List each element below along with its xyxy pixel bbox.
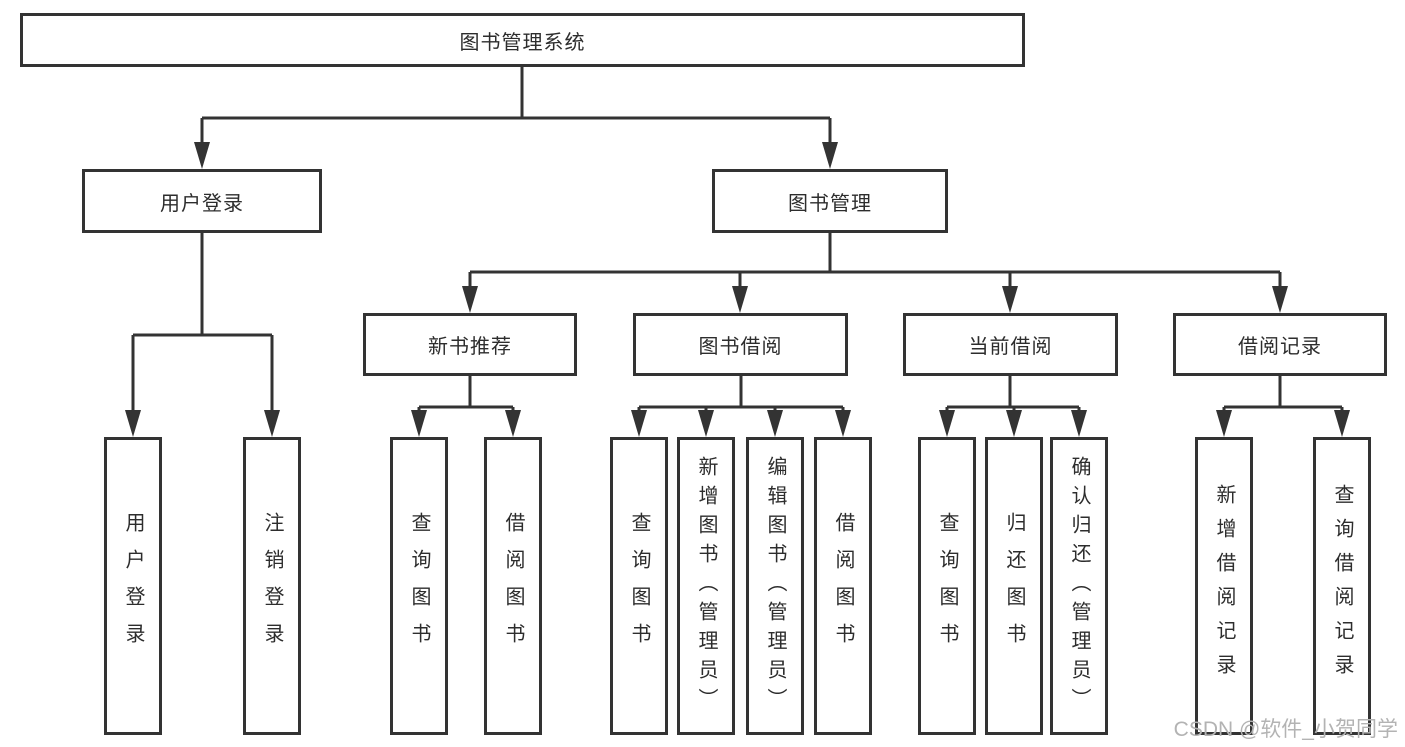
leaf-add-book-admin: 新增图书（管理员） [677,437,735,735]
leaf-query-books-current: 查询图书 [918,437,976,735]
leaf-edit-book-admin: 编辑图书（管理员） [746,437,804,735]
connector-book-management-branch [462,233,1288,313]
node-book-borrow: 图书借阅 [633,313,848,376]
leaf-query-books-borrow: 查询图书 [610,437,668,735]
connector-root-to-level2 [194,67,838,169]
leaf-user-login: 用户登录 [104,437,162,735]
node-label: 借阅记录 [1238,336,1322,358]
node-label: 当前借阅 [968,336,1053,358]
node-label: 查询借阅记录 [1331,484,1353,688]
node-label: 用户登录 [160,192,244,215]
node-label: 注销登录 [261,512,283,660]
node-user-login: 用户登录 [82,169,322,233]
node-label: 查询图书 [408,512,430,660]
node-label: 新增图书（管理员） [695,455,717,717]
leaf-logout-login: 注销登录 [243,437,301,735]
node-borrow-records: 借阅记录 [1173,313,1387,376]
node-label: 用户登录 [122,512,144,660]
node-label: 借阅图书 [502,512,524,660]
node-label: 图书管理系统 [459,31,586,54]
node-label: 归还图书 [1003,512,1025,660]
node-label: 图书管理 [788,192,872,215]
node-label: 查询图书 [628,512,650,660]
csdn-watermark: CSDN @软件_小贺同学 [1173,718,1398,741]
node-new-book-recommend: 新书推荐 [363,313,577,376]
leaf-query-borrow-record: 查询借阅记录 [1313,437,1371,735]
node-label: 图书借阅 [698,336,783,358]
connector-current-borrow-branch [939,376,1087,437]
connector-borrow-records-branch [1216,376,1350,437]
connector-new-book-branch [411,376,521,437]
connector-user-login-branch [125,233,280,437]
node-label: 新书推荐 [428,336,512,358]
node-label: 查询图书 [936,512,958,660]
node-label: 新增借阅记录 [1213,484,1235,688]
connector-book-borrow-branch [631,376,851,437]
leaf-add-borrow-record: 新增借阅记录 [1195,437,1253,735]
leaf-borrow-books-recommend: 借阅图书 [484,437,542,735]
leaf-query-books-recommend: 查询图书 [390,437,448,735]
leaf-return-book: 归还图书 [985,437,1043,735]
node-current-borrow: 当前借阅 [903,313,1118,376]
leaf-confirm-return-admin: 确认归还（管理员） [1050,437,1108,735]
node-label: 编辑图书（管理员） [764,455,786,717]
node-label: 借阅图书 [832,512,854,660]
node-library-management-system: 图书管理系统 [20,13,1025,67]
leaf-borrow-books: 借阅图书 [814,437,872,735]
node-book-management: 图书管理 [712,169,948,233]
node-label: 确认归还（管理员） [1068,455,1090,717]
